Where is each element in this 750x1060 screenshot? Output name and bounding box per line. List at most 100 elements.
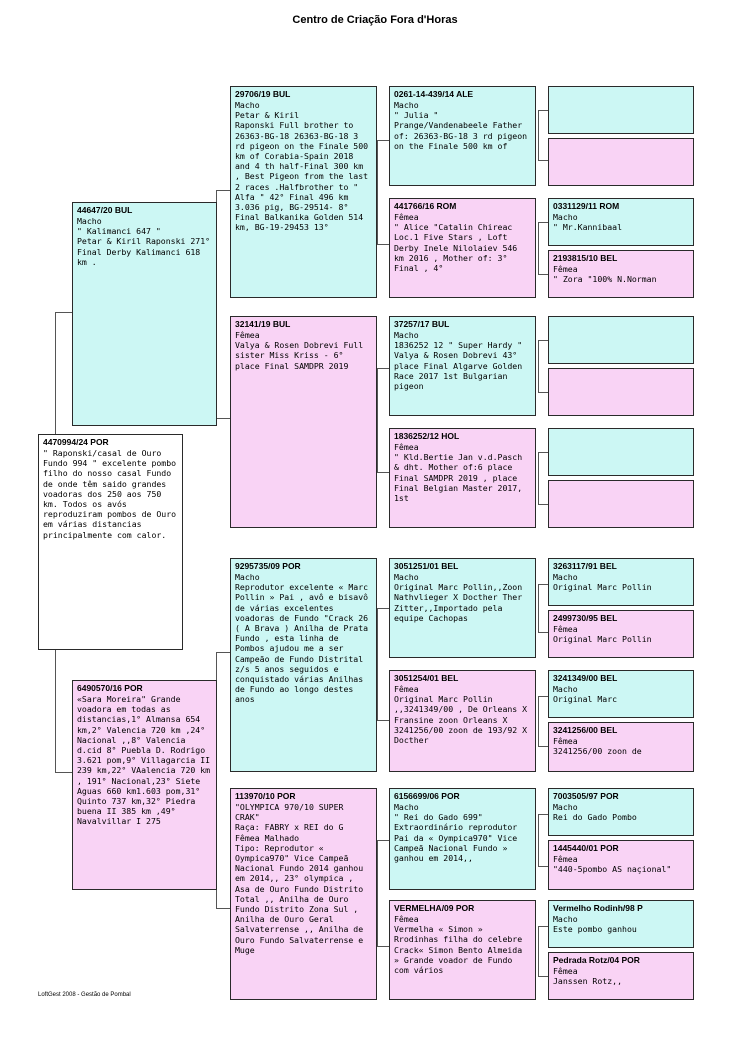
ring-number: 113970/10 POR	[235, 791, 296, 801]
pigeon-card-sire-sire[interactable]: 29706/19 BUL Macho Petar & Kiril Raponsk…	[230, 86, 377, 298]
pigeon-description: Valya & Rosen Dobrevi Full sister Miss K…	[235, 340, 364, 371]
connector-line	[538, 110, 548, 111]
connector-line	[538, 452, 548, 453]
connector-line	[538, 584, 548, 585]
pigeon-description: "440-5pombo AS naçional"	[553, 864, 672, 875]
sex-label: Macho	[394, 100, 419, 110]
pigeon-description: "OLYMPICA 970/10 SUPER CRAK" Raça: FABRY…	[235, 802, 364, 955]
connector-line	[216, 190, 230, 191]
pigeon-card-dddd[interactable]: Pedrada Rotz/04 POR Fêmea Janssen Rotz,,	[548, 952, 694, 1000]
sex-label: Macho	[394, 802, 419, 812]
pigeon-card-empty[interactable]	[548, 368, 694, 416]
pigeon-card-dam-dam[interactable]: 113970/10 POR "OLYMPICA 970/10 SUPER CRA…	[230, 788, 377, 1000]
sex-label: Fêmea	[394, 442, 419, 452]
connector-line	[377, 720, 389, 721]
pigeon-card-ddds[interactable]: Vermelho Rodinh/98 P Macho Este pombo ga…	[548, 900, 694, 948]
connector-line	[377, 140, 389, 141]
connector-line	[538, 222, 539, 274]
ring-number: 0261-14-439/14 ALE	[394, 89, 474, 99]
pigeon-card-empty[interactable]	[548, 138, 694, 186]
connector-line	[538, 452, 539, 504]
ring-number: 2499730/95 BEL	[553, 613, 618, 623]
pigeon-description: Petar & Kiril Raponski Full brother to 2…	[235, 110, 369, 233]
connector-line	[538, 110, 539, 160]
connector-line	[538, 340, 539, 392]
pigeon-card-empty[interactable]	[548, 428, 694, 476]
pigeon-card-sire[interactable]: 44647/20 BUL Macho " Kalimanci 647 " Pet…	[72, 202, 217, 426]
connector-line	[377, 368, 389, 369]
pigeon-card-dsds[interactable]: 3241349/00 BEL Macho Original Marc	[548, 670, 694, 718]
sex-label: Macho	[235, 572, 260, 582]
pigeon-card-ddd[interactable]: VERMELHA/09 POR Fêmea Vermelha « Simon »…	[389, 900, 536, 1000]
ring-number: Pedrada Rotz/04 POR	[553, 955, 640, 965]
pigeon-description: " Rei do Gado 699" Extraordinário reprod…	[394, 812, 518, 864]
ring-number: 29706/19 BUL	[235, 89, 291, 99]
pigeon-card-ssdd[interactable]: 2193815/10 BEL Fêmea " Zora "100% N.Norm…	[548, 250, 694, 298]
pigeon-description: 1836252 12 " Super Hardy " Valya & Rosen…	[394, 340, 523, 392]
pigeon-card-sds[interactable]: 37257/17 BUL Macho 1836252 12 " Super Ha…	[389, 316, 536, 416]
ring-number: 3241256/00 BEL	[553, 725, 618, 735]
sex-label: Macho	[394, 572, 419, 582]
sex-label: Macho	[553, 914, 578, 924]
pigeon-description: Original Marc Pollin ,,3241349/00 , De O…	[394, 694, 528, 746]
pigeon-card-dsd[interactable]: 3051254/01 BEL Fêmea Original Marc Polli…	[389, 670, 536, 772]
ring-number: 3241349/00 BEL	[553, 673, 618, 683]
sex-label: Fêmea	[553, 264, 578, 274]
pigeon-description: " Julia " Prange/Vandenabeele Father of:…	[394, 110, 528, 151]
pigeon-description: Rei do Gado Pombo	[553, 812, 637, 823]
pigeon-description: Original Marc Pollin,,Zoon Nathvlieger X…	[394, 582, 523, 623]
connector-line	[55, 772, 72, 773]
pigeon-description: " Zora "100% N.Norman	[553, 274, 657, 285]
connector-line	[377, 472, 389, 473]
sex-label: Macho	[394, 330, 419, 340]
connector-line	[538, 976, 548, 977]
connector-line	[377, 608, 389, 609]
pigeon-card-dssd[interactable]: 2499730/95 BEL Fêmea Original Marc Polli…	[548, 610, 694, 658]
pigeon-card-subject[interactable]: 4470994/24 POR " Raponski/casal de Ouro …	[38, 434, 183, 650]
pigeon-card-empty[interactable]	[548, 316, 694, 364]
ring-number: 2193815/10 BEL	[553, 253, 618, 263]
pigeon-card-dam-sire[interactable]: 9295735/09 POR Macho Reprodutor excelent…	[230, 558, 377, 772]
pigeon-card-ssds[interactable]: 0331129/11 ROM Macho " Mr.Kannibaal	[548, 198, 694, 246]
pigeon-description: " Mr.Kannibaal	[553, 222, 623, 233]
connector-line	[377, 946, 389, 947]
pigeon-card-empty[interactable]	[548, 86, 694, 134]
connector-line	[538, 340, 548, 341]
connector-line	[538, 584, 539, 632]
connector-line	[377, 368, 378, 472]
pigeon-card-sss[interactable]: 0261-14-439/14 ALE Macho " Julia " Prang…	[389, 86, 536, 186]
connector-line	[55, 312, 72, 313]
pigeon-card-dsss[interactable]: 3263117/91 BEL Macho Original Marc Polli…	[548, 558, 694, 606]
pigeon-card-ssd[interactable]: 441766/16 ROM Fêmea " Alice "Catalin Chi…	[389, 198, 536, 298]
connector-line	[538, 814, 548, 815]
connector-line	[538, 632, 548, 633]
pigeon-description: Original Marc Pollin	[553, 582, 652, 593]
pigeon-card-dds[interactable]: 6156699/06 POR Macho " Rei do Gado 699" …	[389, 788, 536, 890]
pigeon-card-sire-dam[interactable]: 32141/19 BUL Fêmea Valya & Rosen Dobrevi…	[230, 316, 377, 528]
pigeon-card-dsdd[interactable]: 3241256/00 BEL Fêmea 3241256/00 zoon de	[548, 722, 694, 772]
pigeon-description: 3241256/00 zoon de	[553, 746, 642, 757]
connector-line	[377, 244, 389, 245]
sex-label: Macho	[553, 212, 578, 222]
pigeon-card-empty[interactable]	[548, 480, 694, 528]
connector-line	[538, 222, 548, 223]
pigeon-card-ddsd[interactable]: 1445440/01 POR Fêmea "440-5pombo AS naçi…	[548, 840, 694, 890]
page-title: Centro de Criação Fora d'Horas	[292, 14, 458, 26]
connector-line	[216, 908, 230, 909]
pigeon-description: Janssen Rotz,,	[553, 976, 623, 987]
ring-number: 3263117/91 BEL	[553, 561, 617, 571]
connector-line	[538, 696, 548, 697]
pigeon-card-ddss[interactable]: 7003505/97 POR Macho Rei do Gado Pombo	[548, 788, 694, 836]
ring-number: 0331129/11 ROM	[553, 201, 620, 211]
pigeon-card-dam[interactable]: 6490570/16 POR «Sara Moreira" Grande voa…	[72, 680, 217, 890]
sex-label: Fêmea	[394, 212, 419, 222]
pigeon-description: " Kalimanci 647 " Petar & Kiril Raponski…	[77, 226, 211, 267]
ring-number: 4470994/24 POR	[43, 437, 109, 447]
connector-line	[538, 926, 539, 976]
pigeon-card-sdd[interactable]: 1836252/12 HOL Fêmea " Kld.Bertie Jan v.…	[389, 428, 536, 528]
connector-line	[538, 866, 548, 867]
pigeon-description: Este pombo ganhou	[553, 924, 637, 935]
connector-line	[377, 840, 378, 946]
sex-label: Macho	[553, 684, 578, 694]
pigeon-card-dss[interactable]: 3051251/01 BEL Macho Original Marc Polli…	[389, 558, 536, 658]
